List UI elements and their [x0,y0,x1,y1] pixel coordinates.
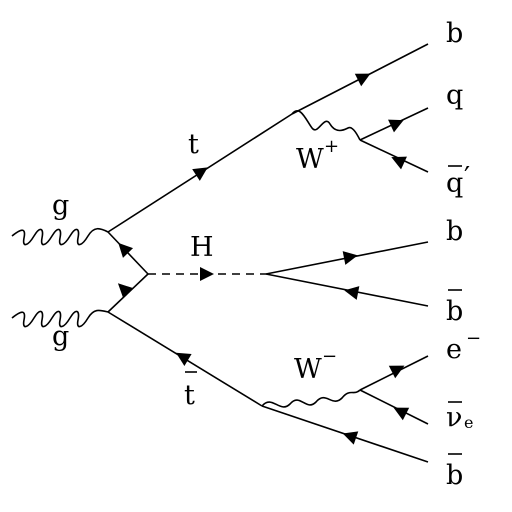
label-prime: ′ [464,162,470,193]
label-antitop: t [184,380,195,411]
label-b-top: b [446,18,463,49]
arrow-q [388,119,404,133]
arrow-antineutrino [393,407,410,421]
label-antineutrino-flavor: e [464,413,473,432]
label-electron-charge: − [466,328,481,349]
arrow-b-top [354,73,371,87]
arrow-top [192,167,208,181]
label-bbar-higgs: b [446,296,463,327]
label-q: q [446,80,463,111]
label-b-higgs: b [446,216,463,247]
label-qbar-prime: q [446,168,463,199]
label-gluon-bottom: g [52,321,69,352]
arrow-qbar-prime [391,156,407,170]
arrow-quark-lower [117,283,133,299]
arrow-bbar-antitop [342,431,359,445]
antineutrino-line [359,389,429,425]
arrow-b-higgs [342,251,358,265]
gluon-bottom-line [11,309,109,328]
arrow-bbar-higgs [344,286,360,300]
label-antineutrino: ν [446,402,462,433]
label-w-minus-charge: − [322,346,337,367]
label-electron: e [446,334,462,365]
label-higgs: H [190,232,214,263]
w-minus-line [261,389,361,408]
label-top: t [188,129,199,160]
arrow-quark-upper [118,242,134,258]
label-bbar-antitop: b [446,460,463,491]
arrow-higgs [200,267,214,281]
w-plus-line [291,110,361,141]
arrow-electron [388,365,405,379]
arrow-antitop [175,352,192,367]
label-w-plus: W [296,144,324,175]
label-gluon-top: g [52,190,69,221]
label-w-minus: W [294,354,322,385]
label-w-plus-charge: + [324,136,339,157]
gluon-top-line [11,227,109,246]
qbar-prime-line [359,139,429,173]
